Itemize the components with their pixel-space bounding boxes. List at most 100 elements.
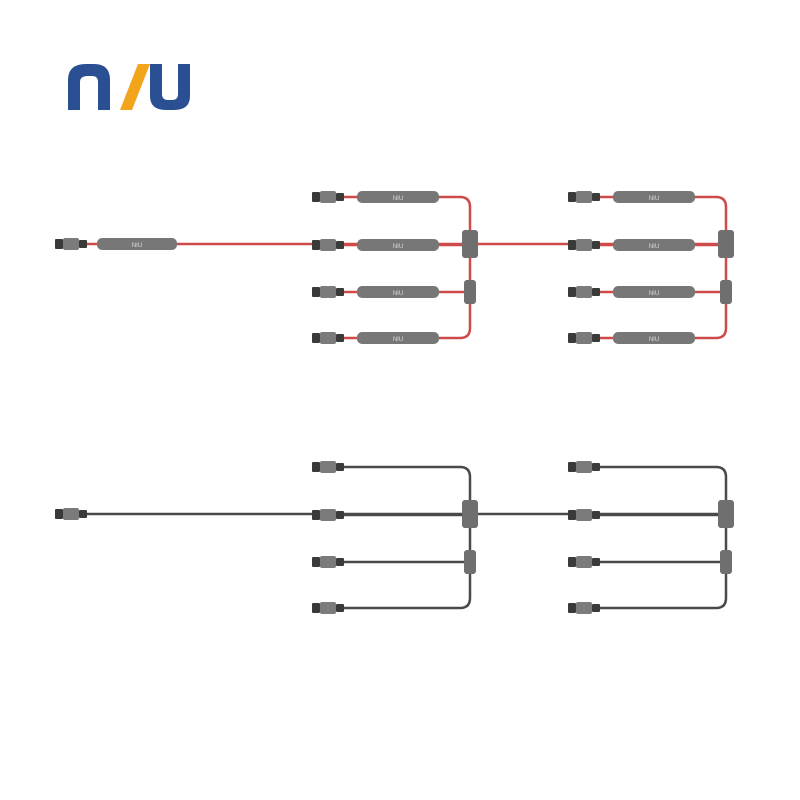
connector-body xyxy=(576,509,592,521)
connector-tip xyxy=(55,239,63,249)
connector-nut xyxy=(592,241,600,249)
connector-body xyxy=(576,332,592,344)
logo-letter-u xyxy=(150,64,190,110)
branch-connector xyxy=(568,461,600,473)
fuse-holder xyxy=(613,239,695,251)
trunk-connector xyxy=(55,508,87,520)
t-joint xyxy=(464,233,476,257)
fuse-holder xyxy=(357,286,439,298)
branch-connector xyxy=(312,239,344,251)
connector-nut xyxy=(79,240,87,248)
branch-connector xyxy=(312,602,344,614)
connector-body xyxy=(320,286,336,298)
connector-tip xyxy=(312,462,320,472)
connector-nut xyxy=(592,604,600,612)
t-joint xyxy=(720,550,732,574)
connector-tip xyxy=(568,557,576,567)
connector-nut xyxy=(336,511,344,519)
connector-body xyxy=(576,286,592,298)
fuse-holder xyxy=(613,286,695,298)
connector-tip xyxy=(55,509,63,519)
connector-tip xyxy=(312,510,320,520)
connector-nut xyxy=(592,193,600,201)
fuse-holder xyxy=(613,332,695,344)
branch-fuse: NIU xyxy=(357,332,439,344)
fuse-label: NIU xyxy=(132,243,142,249)
branch-connector xyxy=(568,286,600,298)
fuse-label: NIU xyxy=(649,337,659,343)
branch-connector xyxy=(568,556,600,568)
fuse-label: NIU xyxy=(393,291,403,297)
branch-connector xyxy=(312,509,344,521)
fuse-holder xyxy=(357,239,439,251)
connector-body xyxy=(576,556,592,568)
fuse-label: NIU xyxy=(649,244,659,250)
connector-nut xyxy=(336,193,344,201)
connector-body xyxy=(576,191,592,203)
t-joint xyxy=(464,550,476,574)
fuse-label: NIU xyxy=(393,337,403,343)
connector-body xyxy=(63,508,79,520)
connector-tip xyxy=(568,287,576,297)
connector-tip xyxy=(568,462,576,472)
connector-nut xyxy=(336,288,344,296)
connector-body xyxy=(576,461,592,473)
connector-nut xyxy=(336,463,344,471)
connector-tip xyxy=(568,240,576,250)
connector-nut xyxy=(592,558,600,566)
connector-body xyxy=(320,461,336,473)
connector-body xyxy=(320,556,336,568)
connector-tip xyxy=(312,603,320,613)
connector-body xyxy=(320,509,336,521)
connector-tip xyxy=(568,192,576,202)
connector-body xyxy=(576,239,592,251)
connector-tip xyxy=(312,557,320,567)
t-joint xyxy=(720,280,732,304)
connector-nut xyxy=(336,241,344,249)
connector-body xyxy=(63,238,79,250)
connector-body xyxy=(320,239,336,251)
branch-connector xyxy=(568,602,600,614)
branch-connector xyxy=(568,191,600,203)
branch-fuse: NIU xyxy=(613,239,695,251)
trunk-fuse: NIU xyxy=(97,238,177,250)
branch-connector xyxy=(312,286,344,298)
connector-body xyxy=(320,332,336,344)
branch-connector xyxy=(568,332,600,344)
connector-tip xyxy=(312,240,320,250)
connector-body xyxy=(576,602,592,614)
branch-bus-0 xyxy=(342,465,472,610)
fuse-holder xyxy=(613,191,695,203)
branch-fuse: NIU xyxy=(613,191,695,203)
branch-connector xyxy=(568,509,600,521)
connector-tip xyxy=(568,603,576,613)
branch-fuse: NIU xyxy=(357,239,439,251)
connector-nut xyxy=(592,511,600,519)
trunk-connector xyxy=(55,238,87,250)
branch-connector xyxy=(312,191,344,203)
connector-nut xyxy=(336,334,344,342)
connector-body xyxy=(320,602,336,614)
branch-connector xyxy=(312,556,344,568)
connector-nut xyxy=(336,604,344,612)
branch-connector xyxy=(568,239,600,251)
t-joint xyxy=(464,280,476,304)
connector-body xyxy=(320,191,336,203)
fuse-holder xyxy=(357,332,439,344)
connector-tip xyxy=(568,510,576,520)
branch-connector xyxy=(312,461,344,473)
connector-nut xyxy=(592,288,600,296)
t-joint xyxy=(720,503,732,527)
branch-bus-0 xyxy=(342,195,472,340)
branch-fuse: NIU xyxy=(357,286,439,298)
t-joint xyxy=(464,503,476,527)
fuse-holder xyxy=(357,191,439,203)
brand-logo xyxy=(68,64,190,110)
connector-tip xyxy=(312,333,320,343)
fuse-label: NIU xyxy=(393,244,403,250)
connector-tip xyxy=(312,192,320,202)
branch-fuse: NIU xyxy=(613,332,695,344)
fuse-label: NIU xyxy=(649,196,659,202)
fuse-label: NIU xyxy=(649,291,659,297)
